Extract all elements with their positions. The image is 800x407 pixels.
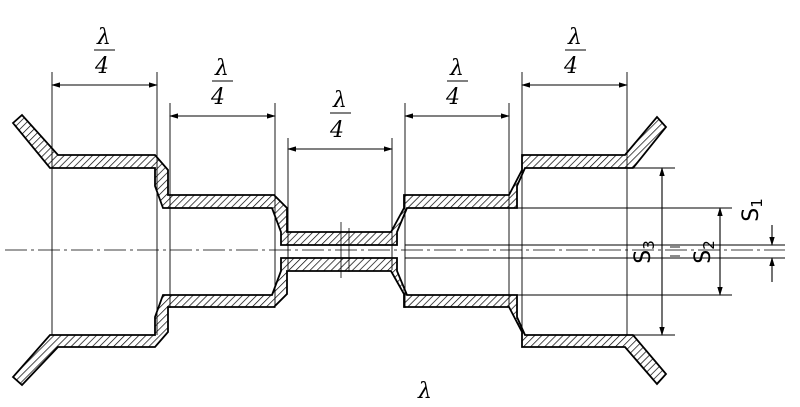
label-denominator: 4: [210, 85, 225, 110]
label-numerator: λ: [449, 56, 464, 81]
label-denominator: 4: [563, 54, 578, 79]
label-numerator: λ: [214, 56, 229, 81]
s2-label: S2: [691, 240, 718, 264]
quarter-wave-label-4: λ 4: [445, 56, 468, 110]
quarter-wave-dimension-arrows: [51, 82, 628, 152]
label-denominator: 4: [94, 54, 109, 79]
label-denominator: 4: [445, 85, 460, 110]
s1-label: S1: [739, 198, 766, 222]
quarter-wave-label-2: λ 4: [210, 56, 233, 110]
center-cross-marks: [340, 222, 350, 278]
label-denominator: 4: [329, 118, 344, 143]
gap-extension-lines: [405, 167, 785, 336]
s3-label: S3: [631, 240, 658, 264]
wavelength-label: λ: [417, 379, 432, 404]
label-numerator: λ: [332, 88, 347, 113]
quarter-wave-label-3: λ 4: [329, 88, 351, 143]
svg-text:S2: S2: [691, 240, 718, 264]
extension-lines: [51, 72, 628, 335]
label-numerator: λ: [96, 25, 111, 50]
svg-text:S1: S1: [739, 198, 766, 222]
lower-wall: [11, 257, 668, 387]
quarter-wave-label-1: λ 4: [94, 25, 115, 79]
quarter-wave-label-5: λ 4: [563, 25, 586, 79]
svg-text:S3: S3: [631, 240, 658, 264]
gap-dimension-arrows: [659, 167, 775, 336]
label-numerator: λ: [567, 25, 582, 50]
